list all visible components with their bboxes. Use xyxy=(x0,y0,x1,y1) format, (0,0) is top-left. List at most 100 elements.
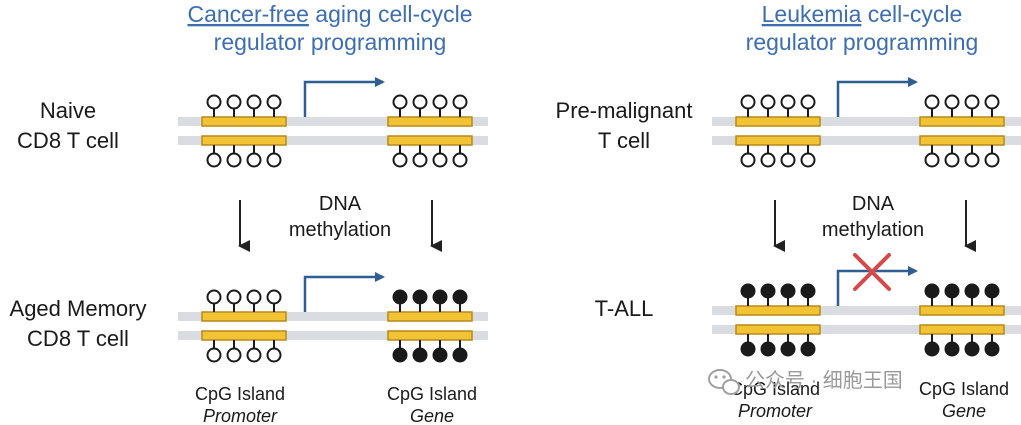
cpg-site-marker xyxy=(944,341,960,357)
cpg-site-marker xyxy=(740,152,756,168)
right-row1-promoter-island xyxy=(735,94,821,168)
wechat-icon xyxy=(708,369,740,395)
right-row2-label: T-ALL xyxy=(595,296,654,321)
cpg-site-marker xyxy=(780,283,796,299)
cpg-site-marker xyxy=(432,152,448,168)
left-row1-label-line2: CD8 T cell xyxy=(17,128,119,153)
right-row2-gene-island xyxy=(919,283,1005,357)
left-title-line2: regulator programming xyxy=(214,29,447,55)
cpg-site-marker xyxy=(740,341,756,357)
right-title-line2: regulator programming xyxy=(746,29,979,55)
left-gene-label: CpG Island xyxy=(387,384,477,404)
cpg-site-marker xyxy=(740,283,756,299)
cpg-site-marker xyxy=(924,341,940,357)
right-row1-transcription-arrow xyxy=(836,77,918,117)
cpg-site-marker xyxy=(964,283,980,299)
cpg-site-marker xyxy=(964,152,980,168)
cpg-site-marker xyxy=(226,289,242,305)
cpg-site-marker xyxy=(412,347,428,363)
cpg-site-marker xyxy=(760,94,776,110)
cpg-site-marker xyxy=(226,347,242,363)
cpg-site-marker xyxy=(800,283,816,299)
cpg-site-marker xyxy=(760,283,776,299)
cpg-site-marker xyxy=(984,94,1000,110)
cpg-site-marker xyxy=(452,289,468,305)
cpg-site-marker xyxy=(246,289,262,305)
left-methylation-line1: DNA xyxy=(319,193,362,215)
cpg-site-marker xyxy=(246,152,262,168)
left-row2-promoter-island xyxy=(201,289,287,363)
left-methylation-line2: methylation xyxy=(289,219,391,241)
cpg-site-marker xyxy=(452,347,468,363)
cpg-site-marker xyxy=(392,347,408,363)
right-row2-transcription-arrow xyxy=(836,266,918,306)
cpg-site-marker xyxy=(452,152,468,168)
cpg-site-marker xyxy=(800,341,816,357)
left-row2-gene-island xyxy=(387,289,473,363)
left-row1-promoter-island xyxy=(201,94,287,168)
cpg-site-marker xyxy=(206,289,222,305)
right-title-underlined: Leukemia xyxy=(762,1,862,27)
cpg-site-marker xyxy=(226,94,242,110)
cpg-site-marker xyxy=(206,347,222,363)
right-methylation-line1: DNA xyxy=(852,193,895,215)
cpg-site-marker xyxy=(206,152,222,168)
right-row1-gene-island xyxy=(919,94,1005,168)
right-row1-label-line2: T cell xyxy=(598,128,650,153)
cpg-site-marker xyxy=(924,152,940,168)
cpg-site-marker xyxy=(964,341,980,357)
cpg-site-marker xyxy=(984,283,1000,299)
left-title-underlined: Cancer-free xyxy=(187,1,308,27)
cpg-site-marker xyxy=(780,94,796,110)
left-promoter-sub: Promoter xyxy=(203,406,278,425)
cpg-site-marker xyxy=(392,94,408,110)
right-methylation-line2: methylation xyxy=(822,219,924,241)
right-gene-label: CpG Island xyxy=(919,379,1009,399)
cpg-site-marker xyxy=(266,289,282,305)
cpg-site-marker xyxy=(246,347,262,363)
cpg-site-marker xyxy=(760,341,776,357)
left-row2-label-line2: CD8 T cell xyxy=(27,326,129,351)
right-gene-sub: Gene xyxy=(942,401,986,421)
left-gene-sub: Gene xyxy=(410,406,454,425)
right-row2-dna-strands xyxy=(712,306,1021,334)
right-row1-dna-strands xyxy=(712,117,1021,145)
cpg-site-marker xyxy=(246,94,262,110)
left-row1-gene-island xyxy=(387,94,473,168)
cpg-site-marker xyxy=(924,94,940,110)
dna-units-layer xyxy=(178,77,1021,363)
right-title-rest: cell-cycle xyxy=(861,1,962,27)
cpg-site-marker xyxy=(800,152,816,168)
cpg-site-marker xyxy=(800,94,816,110)
right-title-line1: Leukemia cell-cycle xyxy=(762,1,963,27)
cpg-site-marker xyxy=(412,289,428,305)
watermark-text: 公众号 · 细胞王国 xyxy=(745,369,903,392)
left-row2-dna-strands xyxy=(178,312,488,340)
blocked-transcription-cross-icon xyxy=(853,253,891,291)
right-promoter-sub: Promoter xyxy=(738,401,813,421)
cpg-site-marker xyxy=(780,341,796,357)
cpg-site-marker xyxy=(964,94,980,110)
cpg-site-marker xyxy=(452,94,468,110)
cpg-site-marker xyxy=(412,152,428,168)
cpg-site-marker xyxy=(412,94,428,110)
right-row2-promoter-island xyxy=(735,283,821,357)
cpg-site-marker xyxy=(392,289,408,305)
cpg-site-marker xyxy=(226,152,242,168)
cpg-site-marker xyxy=(432,289,448,305)
left-row1-transcription-arrow xyxy=(303,77,385,117)
left-row2-transcription-arrow xyxy=(303,272,385,312)
cpg-site-marker xyxy=(924,283,940,299)
left-title-rest: aging cell-cycle xyxy=(309,1,473,27)
cpg-site-marker xyxy=(984,152,1000,168)
cpg-site-marker xyxy=(944,94,960,110)
cpg-site-marker xyxy=(944,152,960,168)
right-promoter-label: CpG Island xyxy=(730,379,820,399)
cpg-site-marker xyxy=(984,341,1000,357)
cpg-site-marker xyxy=(266,94,282,110)
cpg-site-marker xyxy=(266,347,282,363)
cpg-site-marker xyxy=(760,152,776,168)
left-row2-label-line1: Aged Memory xyxy=(10,296,147,321)
